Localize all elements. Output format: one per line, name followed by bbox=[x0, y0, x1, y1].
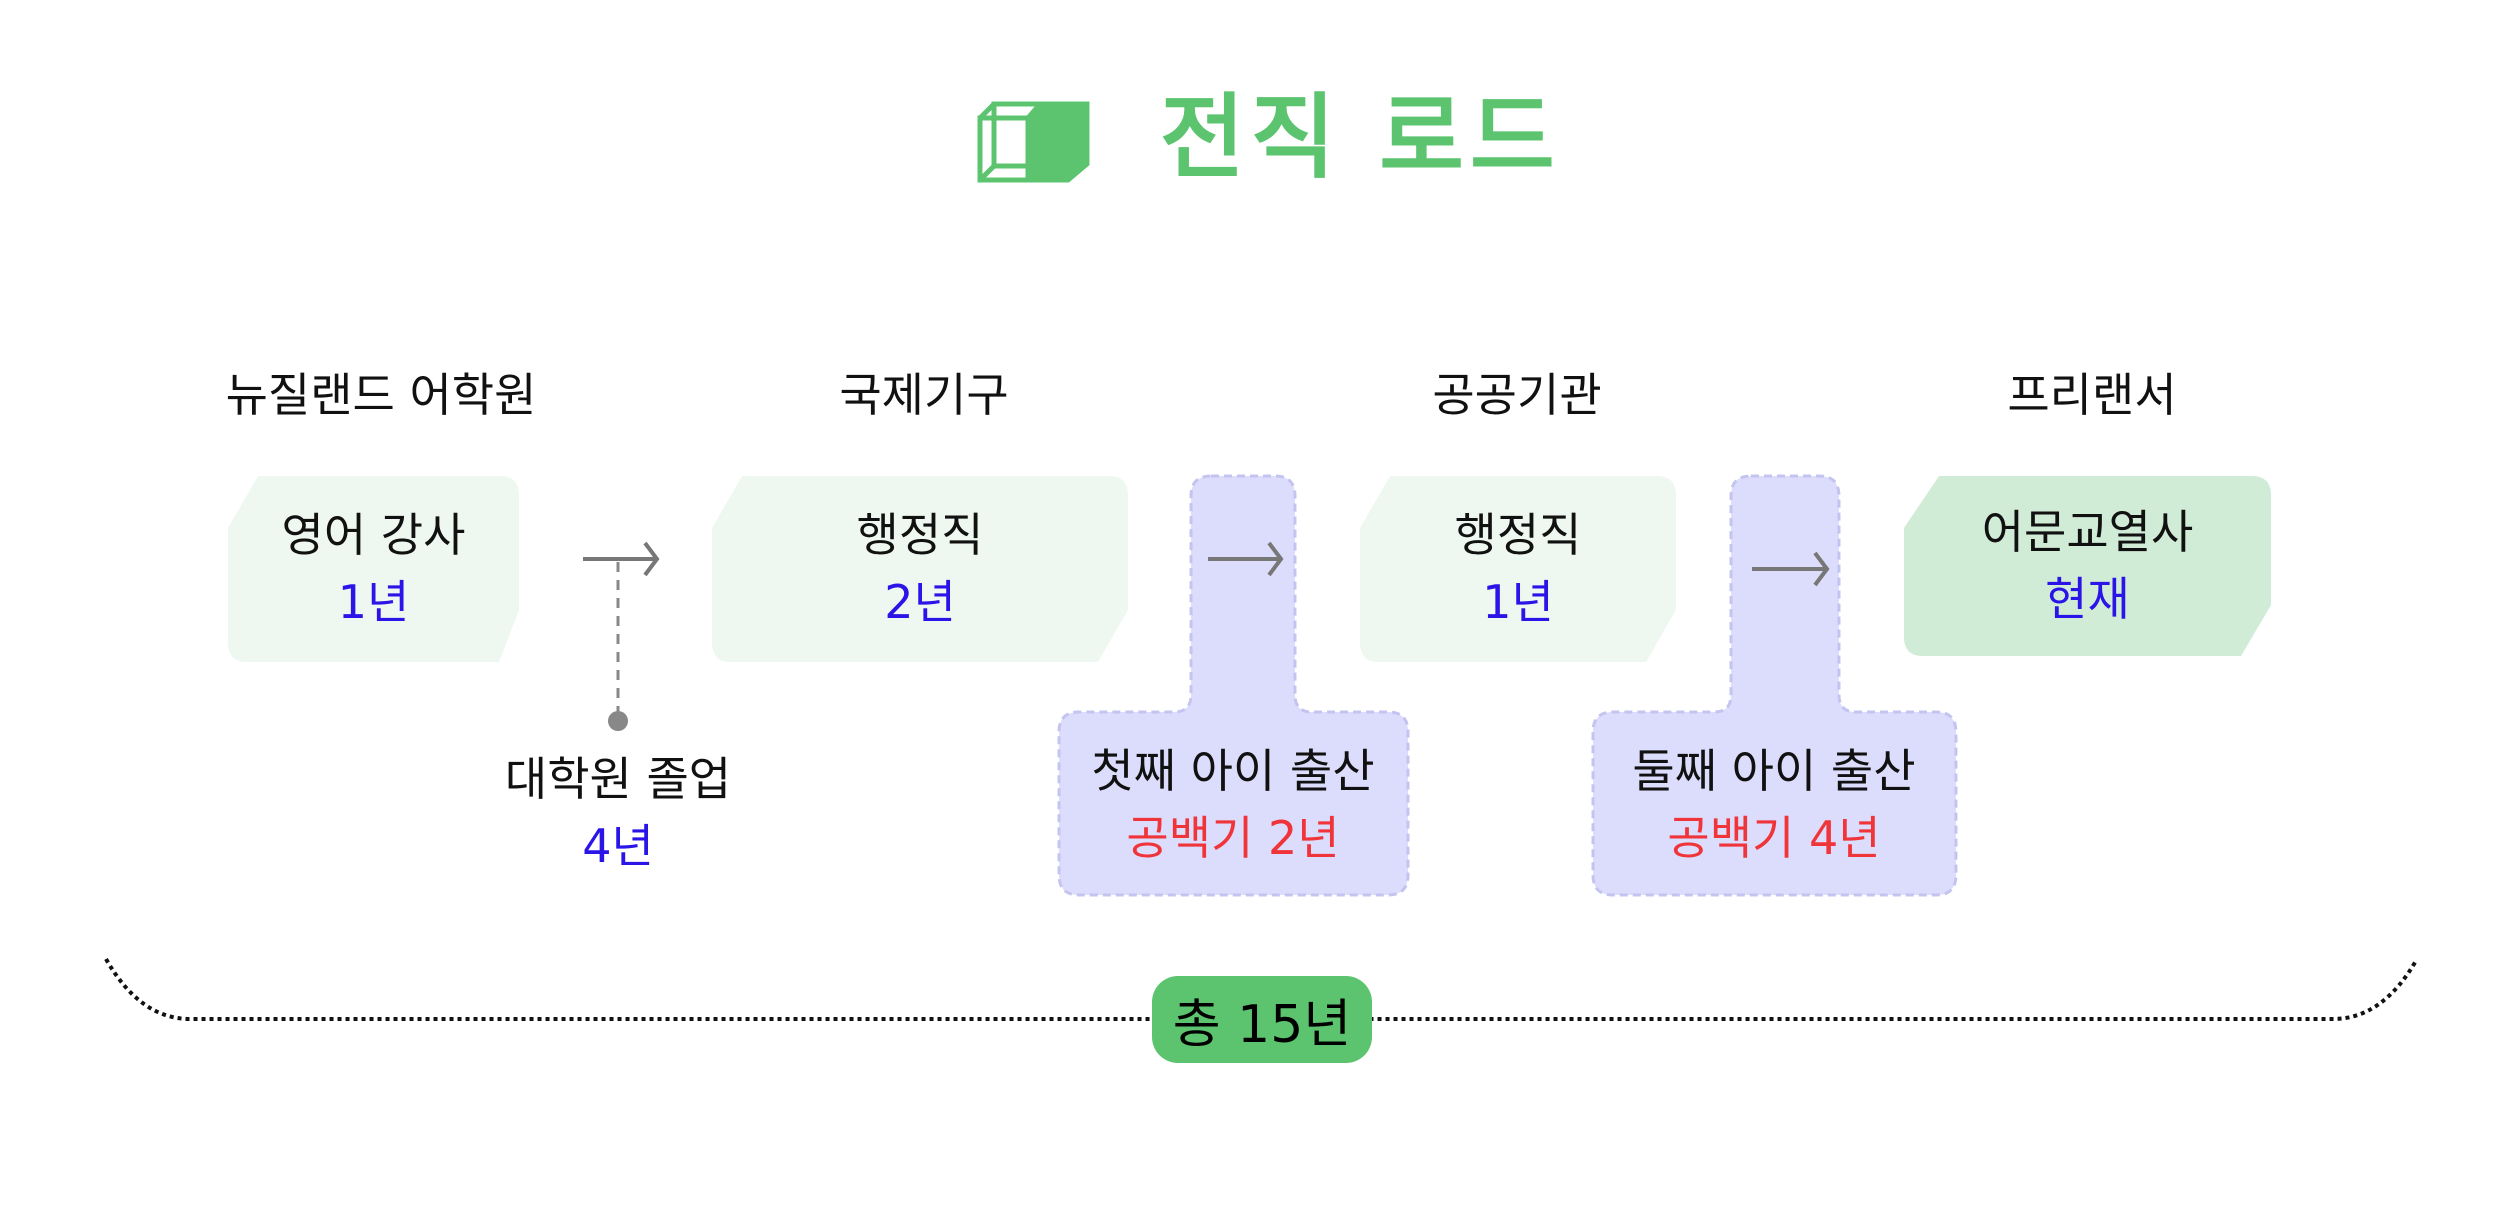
cube-icon bbox=[977, 101, 1090, 183]
stage-duration: 2년 bbox=[884, 575, 956, 629]
page-title: 전직 로드 bbox=[1160, 84, 1561, 191]
gap-label: 첫째 아이 출산 bbox=[1091, 744, 1375, 798]
total-badge: 총 15년 bbox=[1152, 976, 1372, 1063]
stage-org: 프리랜서 bbox=[2007, 368, 2177, 422]
stage-duration: 1년 bbox=[337, 575, 410, 629]
arrow-right-icon bbox=[583, 541, 660, 577]
stage-role: 어문교열사 bbox=[1981, 505, 2194, 560]
stage-box-bg bbox=[1360, 476, 1676, 662]
gap-tab-bg bbox=[1591, 474, 1958, 897]
stage-role: 영어 강사 bbox=[281, 508, 466, 563]
stage-duration: 1년 bbox=[1482, 575, 1554, 629]
stage-org: 뉴질랜드 어학원 bbox=[225, 368, 537, 422]
arrow-right-icon bbox=[1752, 551, 1830, 587]
gap-duration: 공백기 4년 bbox=[1667, 810, 1881, 865]
milestone-duration: 4년 bbox=[582, 818, 654, 873]
gap-duration: 공백기 2년 bbox=[1126, 810, 1340, 865]
gap-label: 둘째 아이 출산 bbox=[1632, 744, 1916, 798]
stage-box: 영어 강사 1년 bbox=[228, 476, 519, 662]
milestone-dot bbox=[608, 711, 628, 731]
stage-box: 행정직 2년 bbox=[712, 476, 1128, 662]
stage-box: 행정직 1년 bbox=[1360, 476, 1676, 662]
milestone: 대학원 졸업 4년 bbox=[418, 746, 818, 879]
stage-org: 공공기관 bbox=[1432, 368, 1602, 422]
gap-period: 첫째 아이 출산 공백기 2년 bbox=[1033, 738, 1433, 871]
stage-role: 행정직 bbox=[856, 508, 984, 563]
stage-duration: 현재 bbox=[2045, 572, 2130, 626]
stage-role: 행정직 bbox=[1454, 508, 1582, 563]
stage-box-bg bbox=[712, 476, 1128, 662]
stage-box-bg bbox=[1904, 476, 2271, 656]
arrow-right-icon bbox=[1208, 541, 1284, 577]
stage-org: 국제기구 bbox=[839, 368, 1009, 422]
stage-box-bg bbox=[228, 476, 519, 662]
gap-period: 둘째 아이 출산 공백기 4년 bbox=[1574, 738, 1974, 871]
gap-tab-bg bbox=[1057, 474, 1410, 897]
milestone-label: 대학원 졸업 bbox=[504, 752, 732, 806]
stage-box-current: 어문교열사 현재 bbox=[1904, 476, 2271, 656]
